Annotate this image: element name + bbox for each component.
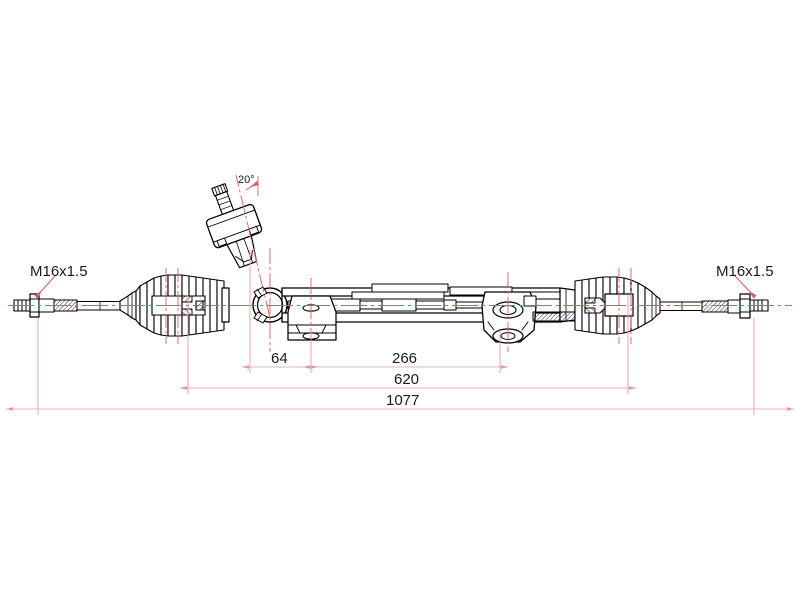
pinion-bore-boss xyxy=(252,286,288,324)
left-mounting-bracket xyxy=(287,295,337,341)
right-rack-thread-exit xyxy=(532,311,578,322)
angle-indicator xyxy=(245,176,259,196)
thread-label-right: M16x1.5 xyxy=(716,263,774,280)
right-tie-rod-end xyxy=(659,293,769,319)
dimension-label-620: 620 xyxy=(394,371,420,388)
thread-label-left: M16x1.5 xyxy=(30,263,88,280)
dimension-label-266: 266 xyxy=(392,350,418,367)
angle-label: 20° xyxy=(238,174,255,186)
centerlines xyxy=(8,174,792,352)
right-mounting-bracket xyxy=(481,291,537,344)
leader-lines xyxy=(34,275,757,299)
dimension-label-1077: 1077 xyxy=(386,392,420,409)
pinion-valve-housing xyxy=(205,183,263,269)
dimension-label-64: 64 xyxy=(271,350,288,367)
dimension-lines xyxy=(6,250,794,415)
